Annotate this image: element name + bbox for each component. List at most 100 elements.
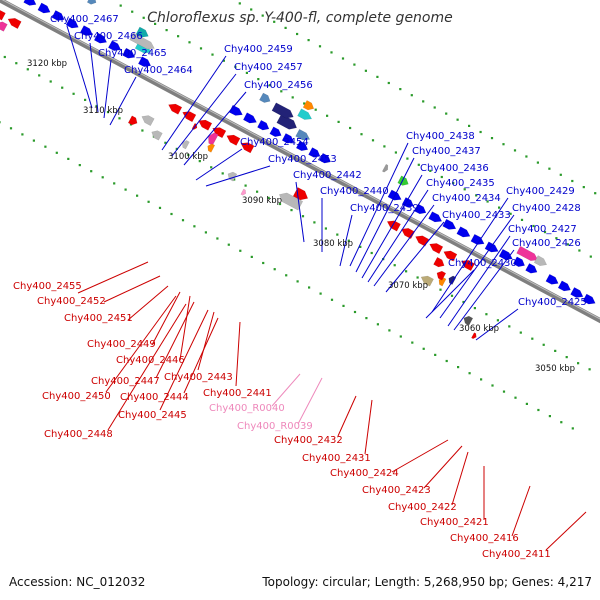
gene-arrow xyxy=(51,10,65,21)
guide-dot xyxy=(21,133,24,136)
gene-arrow xyxy=(276,113,298,130)
gene-arrow xyxy=(257,119,270,131)
guide-dot xyxy=(175,147,178,150)
gene-arrow xyxy=(240,188,247,196)
guide-dot xyxy=(514,396,517,399)
guide-dot xyxy=(199,47,203,50)
gene-arrow xyxy=(456,226,471,238)
guide-dot xyxy=(588,368,591,371)
guide-dot xyxy=(187,153,190,157)
gene-arrow xyxy=(226,134,241,146)
gene-arrow xyxy=(433,256,445,268)
guide-dot xyxy=(513,149,517,152)
gene-label: Chy400_2426 xyxy=(512,238,581,249)
guide-dot xyxy=(244,184,247,187)
guide-dot xyxy=(165,29,168,32)
gene-arrow xyxy=(545,273,559,285)
gene-arrow xyxy=(271,102,294,119)
guide-dot xyxy=(319,292,322,295)
guide-dot xyxy=(509,212,512,215)
guide-dot xyxy=(330,51,333,54)
guide-dot xyxy=(296,32,299,36)
guide-dot xyxy=(245,71,248,74)
gene-label: Chy400_2455 xyxy=(13,281,82,292)
guide-dot xyxy=(520,218,524,221)
gene-arrow xyxy=(269,126,282,137)
guide-dot xyxy=(90,170,93,173)
gene-label: Chy400_2464 xyxy=(124,65,193,76)
guide-dot xyxy=(198,160,201,163)
guide-dot xyxy=(119,4,122,7)
gene-arrow xyxy=(240,142,255,154)
leader-line xyxy=(475,308,519,341)
leader-line xyxy=(373,204,435,287)
guide-dot xyxy=(284,26,287,29)
guide-dot xyxy=(463,188,466,191)
guide-dot xyxy=(462,300,465,304)
gene-arrow xyxy=(7,17,22,30)
gene-arrow xyxy=(471,332,477,340)
gene-label: Chy400_2444 xyxy=(120,392,189,403)
guide-dot xyxy=(486,200,489,203)
gene-arrow xyxy=(135,26,149,38)
gene-arrow xyxy=(436,270,447,281)
guide-dot xyxy=(193,225,196,228)
gene-arrow xyxy=(297,108,313,120)
guide-dot xyxy=(434,353,437,356)
guide-dot xyxy=(502,143,505,146)
gene-arrow xyxy=(525,263,538,274)
genome-backbone xyxy=(0,0,600,324)
guide-dot xyxy=(485,313,488,316)
guide-dot xyxy=(330,298,334,301)
guide-dot xyxy=(406,157,409,160)
gene-label: Chy400_2443 xyxy=(164,372,233,383)
leader-line xyxy=(297,377,323,425)
guide-dot xyxy=(560,421,563,424)
gene-label: Chy400_2447 xyxy=(91,376,160,387)
scale-label: 3090 kbp xyxy=(242,196,282,206)
guide-dot xyxy=(594,192,597,195)
guide-dot xyxy=(256,190,259,193)
gene-label: Chy400_2433 xyxy=(442,210,511,221)
gene-arrow xyxy=(442,218,457,230)
label-leader-lines xyxy=(66,25,587,551)
guide-dot xyxy=(278,202,282,206)
guide-dot xyxy=(301,215,305,218)
guide-dot xyxy=(216,237,219,240)
leader-line xyxy=(183,317,219,394)
guide-dot xyxy=(399,335,402,338)
guide-dot xyxy=(519,331,522,334)
leader-line xyxy=(89,42,99,113)
guide-dot xyxy=(164,141,167,144)
guide-dot xyxy=(445,359,448,363)
leader-line xyxy=(171,73,237,157)
topology-text: Topology: circular; Length: 5,268,950 bp… xyxy=(261,575,592,589)
guide-dot xyxy=(371,139,375,142)
gene-arrow xyxy=(0,21,8,32)
gene-arrow xyxy=(278,192,304,211)
gene-arrow xyxy=(65,17,79,29)
guide-dot xyxy=(280,90,283,93)
gene-label: Chy400_2454 xyxy=(240,137,309,148)
gene-label: Chy400_2439 xyxy=(350,203,419,214)
guide-dot xyxy=(181,219,185,222)
guide-dot xyxy=(353,310,357,314)
leader-line xyxy=(431,197,509,313)
gene-label: Chy400_2448 xyxy=(44,429,113,440)
gene-label: Chy400_2425 xyxy=(518,297,587,308)
backbone-highlight xyxy=(1,0,600,320)
gene-label: Chy400_2437 xyxy=(412,146,481,157)
gene-arrow xyxy=(386,220,401,232)
gene-arrow xyxy=(381,163,389,173)
gene-label: Chy400_2441 xyxy=(203,388,272,399)
guide-dot xyxy=(210,166,213,169)
guide-dot xyxy=(498,206,501,209)
guide-dot xyxy=(78,164,81,167)
gene-label: Chy400_2434 xyxy=(432,193,501,204)
guide-dot xyxy=(405,270,408,273)
guide-dot xyxy=(9,127,13,130)
guide-dot xyxy=(141,129,144,132)
gene-arrow xyxy=(242,112,257,124)
